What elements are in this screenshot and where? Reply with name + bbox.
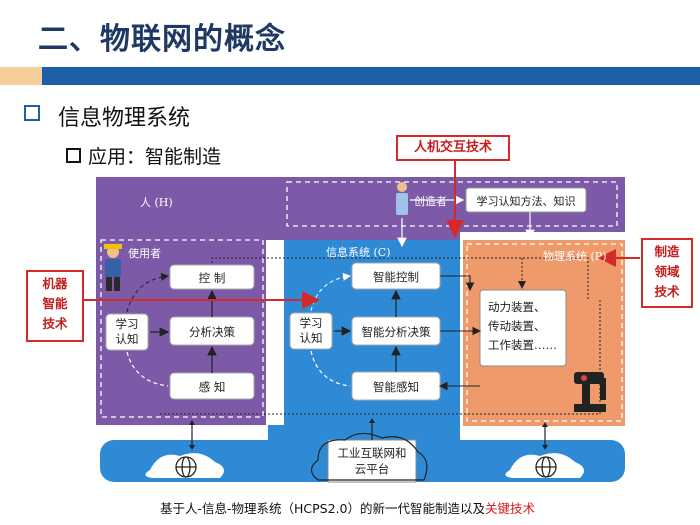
user-control-block: 控 制 bbox=[198, 271, 226, 285]
user-analysis-block: 分析决策 bbox=[189, 325, 235, 339]
section-heading: 信息物理系统 bbox=[58, 106, 191, 131]
header-bar bbox=[42, 67, 700, 85]
user-label: 使用者 bbox=[128, 247, 161, 260]
human-label: 人 (H) bbox=[140, 196, 173, 209]
cloud-icon bbox=[310, 432, 428, 481]
manufacturing-annotation: 制造 领域 技术 bbox=[641, 238, 693, 308]
small-square-bullet-icon bbox=[66, 148, 81, 163]
cyber-learning-block: 学习 认知 bbox=[299, 316, 323, 345]
cyber-analysis-block: 智能分析决策 bbox=[361, 325, 431, 339]
industrial-internet-box: 工业互联网和 云平台 bbox=[337, 446, 407, 476]
hci-annotation: 人机交互技术 bbox=[396, 135, 510, 161]
header-accent-bar bbox=[0, 67, 42, 85]
machine-intelligence-annotation: 机器 智能 技术 bbox=[26, 270, 84, 342]
figure-caption: 基于人-信息-物理系统（HCPS2.0）的新一代智能制造以及关键技术 bbox=[160, 501, 536, 516]
globe-icon-right bbox=[505, 453, 584, 478]
cyber-control-block: 智能控制 bbox=[373, 270, 419, 284]
creator-person-icon bbox=[396, 182, 408, 215]
physical-label: 物理系统 (P) bbox=[543, 250, 607, 263]
user-learning-block: 学习 认知 bbox=[115, 317, 139, 346]
physical-equipment-box: 动力装置、 传动装置、 工作装置…… bbox=[488, 300, 557, 352]
user-perception-block: 感 知 bbox=[198, 380, 226, 394]
cyber-label: 信息系统 (C) bbox=[326, 246, 391, 259]
creator-label: 创造者 bbox=[414, 195, 447, 208]
cyber-perception-block: 智能感知 bbox=[373, 380, 419, 394]
globe-icon-left bbox=[145, 453, 224, 478]
robot-arm-icon bbox=[574, 372, 606, 412]
section-subheading: 应用：智能制造 bbox=[88, 146, 222, 168]
page-title: 二、物联网的概念 bbox=[38, 22, 286, 57]
knowledge-box: 学习认知方法、知识 bbox=[476, 195, 576, 208]
worker-icon bbox=[104, 244, 122, 291]
square-bullet-icon bbox=[24, 105, 40, 121]
